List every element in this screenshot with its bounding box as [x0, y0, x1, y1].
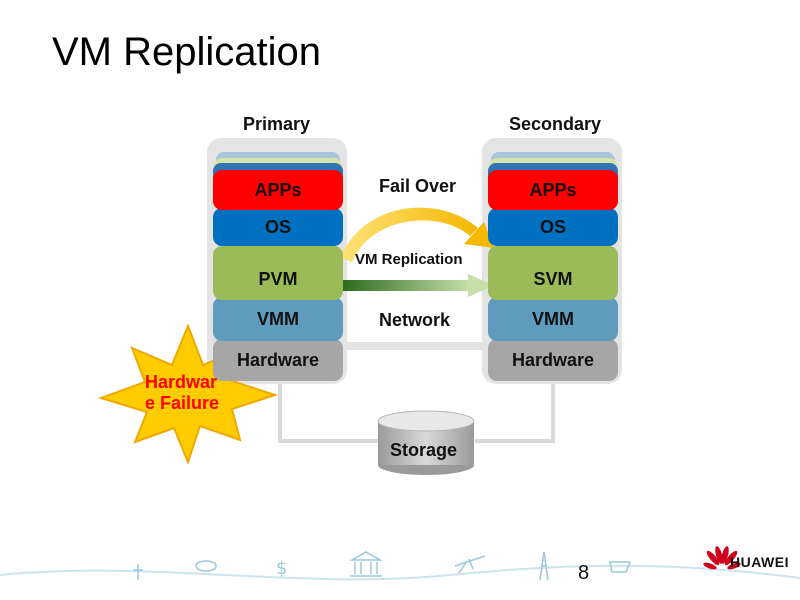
storage-label: Storage: [390, 440, 458, 460]
footer-doodles: $: [133, 551, 632, 581]
secondary-label: Secondary: [509, 114, 602, 134]
secondary-storage-link: [475, 380, 555, 443]
primary-label: Primary: [243, 114, 311, 134]
hardware-failure-label: Hardwar e Failure: [145, 372, 219, 414]
replication-arrow-shaft: [343, 280, 471, 291]
secondary-os-layer: OS: [488, 208, 618, 246]
secondary-hardware-layer: Hardware: [488, 339, 618, 381]
page-title: VM Replication: [52, 30, 322, 74]
fail-over-arrow: [340, 207, 478, 262]
network-label: Network: [379, 310, 451, 330]
page-number: 8: [578, 562, 590, 584]
hardware-failure-line2: e Failure: [145, 393, 220, 413]
fail-over-arrowhead: [464, 222, 494, 248]
cart-doodle-icon: [609, 561, 632, 573]
hardware-failure-line1: Hardwar: [145, 372, 218, 392]
huawei-logo-icon: [703, 546, 741, 570]
person-doodle-icon: [133, 564, 143, 580]
storage-top: [377, 410, 475, 432]
bank-doodle-icon: [349, 551, 383, 577]
huawei-logo-text: HUAWEI: [730, 554, 789, 570]
tower-doodle-icon: [539, 551, 549, 581]
primary-pvm-layer: PVM: [213, 246, 343, 300]
dollar-doodle-icon: $: [276, 558, 287, 579]
secondary-vmm-layer: VMM: [488, 297, 618, 341]
primary-storage-link: [278, 380, 380, 443]
plane-doodle-icon: [454, 555, 486, 574]
secondary-svm-layer: SVM: [488, 246, 618, 300]
secondary-apps-layer: APPs: [488, 170, 618, 210]
primary-vmm-layer: VMM: [213, 297, 343, 341]
vm-replication-label: VM Replication: [355, 251, 463, 268]
leaf-doodle-icon: [195, 560, 217, 572]
primary-apps-layer: APPs: [213, 170, 343, 210]
primary-hardware-layer: Hardware: [213, 339, 343, 381]
fail-over-label: Fail Over: [379, 176, 457, 196]
network-link: [340, 342, 490, 350]
primary-os-layer: OS: [213, 208, 343, 246]
footer-wave: [0, 564, 800, 581]
replication-arrowhead: [468, 274, 494, 297]
